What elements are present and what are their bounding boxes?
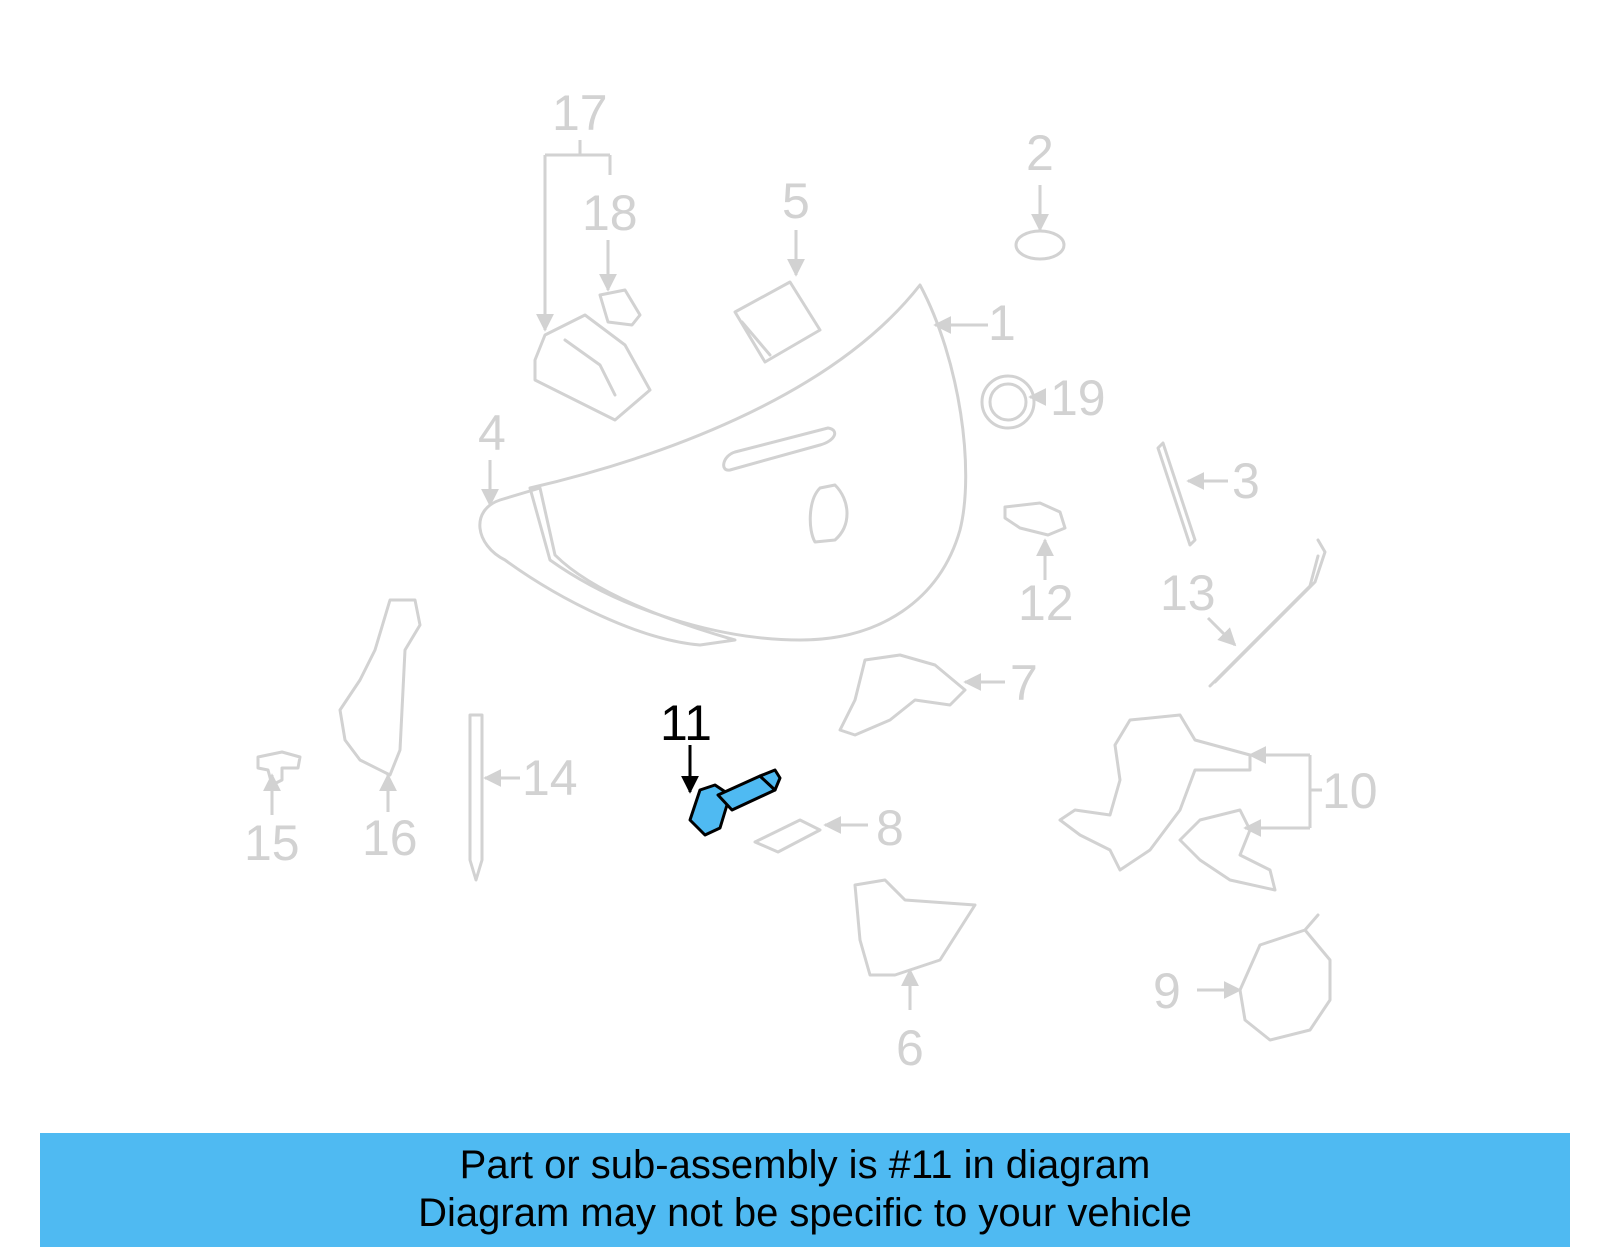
callout-3: 3 [1232, 453, 1260, 509]
gas-strut-part [468, 713, 484, 882]
callout-4: 4 [478, 405, 506, 461]
callout-1: 1 [988, 295, 1016, 351]
callout-17: 17 [552, 85, 608, 141]
latch-part [853, 878, 977, 977]
parts-diagram: 1 2 3 4 5 6 7 8 9 10 11 12 13 14 15 16 1… [244, 85, 1378, 1076]
bolt-part [256, 750, 302, 787]
grommet-part [1014, 229, 1066, 261]
callout-8: 8 [876, 800, 904, 856]
callout-16: 16 [362, 810, 418, 866]
trim-molding-part [478, 486, 737, 647]
callout-19: 19 [1050, 370, 1106, 426]
hinge-bracket-part [838, 653, 967, 737]
leader-lines [263, 140, 1322, 1010]
label-part [753, 818, 822, 854]
caption-line-1: Part or sub-assembly is #11 in diagram [459, 1143, 1151, 1187]
callout-9: 9 [1153, 963, 1181, 1019]
badge-part [980, 374, 1036, 430]
callout-15: 15 [244, 815, 300, 871]
bulb-part [598, 288, 642, 327]
emblem-plate-part [733, 280, 822, 364]
callout-10: 10 [1322, 763, 1378, 819]
seal-strip-part [1156, 441, 1197, 547]
callout-5: 5 [782, 173, 810, 229]
actuator-part [1238, 913, 1332, 1042]
hinge-arm-part [338, 598, 422, 777]
caption-line-2: Diagram may not be specific to your vehi… [418, 1191, 1192, 1235]
callout-13: 13 [1160, 565, 1216, 621]
callout-12: 12 [1018, 575, 1074, 631]
callout-2: 2 [1026, 125, 1054, 181]
callout-6: 6 [896, 1020, 924, 1076]
caption-bar: Part or sub-assembly is #11 in diagram D… [40, 1133, 1570, 1247]
callout-7: 7 [1010, 655, 1038, 711]
clip-part [1003, 501, 1067, 537]
callout-labels: 1 2 3 4 5 6 7 8 9 10 11 12 13 14 15 16 1… [244, 85, 1378, 1076]
lock-housing-part [533, 313, 652, 422]
callout-11: 11 [660, 695, 712, 751]
trunk-lid-part [528, 283, 968, 642]
callout-14: 14 [522, 750, 578, 806]
rod-part [1208, 538, 1327, 688]
hinge-assembly-part [1058, 713, 1277, 892]
callout-18: 18 [582, 185, 638, 241]
lock-cylinder-part [688, 768, 782, 837]
